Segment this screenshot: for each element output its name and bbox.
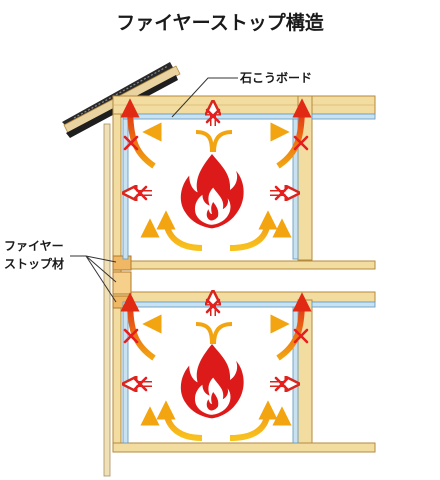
fire-stop-label-line1: ファイヤー — [4, 239, 64, 253]
arrow-icon — [212, 322, 233, 345]
blocked-x-icon — [270, 187, 294, 199]
blocked-x-icon — [128, 378, 152, 390]
exterior-post — [103, 123, 111, 477]
arrow-icon — [156, 210, 203, 251]
flame-icon — [180, 344, 244, 419]
gypsum-board-callout: 石こうボード — [171, 70, 312, 118]
blocked-x-icon — [270, 378, 294, 390]
top-plate — [112, 95, 376, 115]
blocked-x-icon — [128, 187, 152, 199]
arrow-icon — [229, 210, 278, 251]
gypsum-board-label: 石こうボード — [239, 70, 312, 85]
gypsum-board-upper — [122, 113, 376, 260]
room-flow-upper — [120, 98, 312, 251]
flame-icon — [180, 154, 244, 229]
bottom-sill — [112, 442, 376, 453]
arrow-icon — [195, 322, 214, 345]
arrow-icon — [212, 130, 233, 153]
fire-stop-label-line2: ストップ材 — [4, 256, 64, 271]
arrow-icon — [276, 292, 312, 361]
arrow-icon — [229, 400, 278, 441]
floor-beam — [112, 260, 376, 303]
arrow-icon — [120, 292, 156, 361]
room-flow-lower — [120, 292, 312, 441]
arrow-icon — [156, 400, 203, 441]
arrow-icon — [195, 130, 214, 153]
arrow-icon — [120, 98, 156, 169]
fire-stop-callout: ファイヤー ストップ材 — [4, 239, 117, 303]
page-title: ファイヤーストップ構造 — [116, 11, 324, 34]
arrow-icon — [276, 98, 312, 169]
